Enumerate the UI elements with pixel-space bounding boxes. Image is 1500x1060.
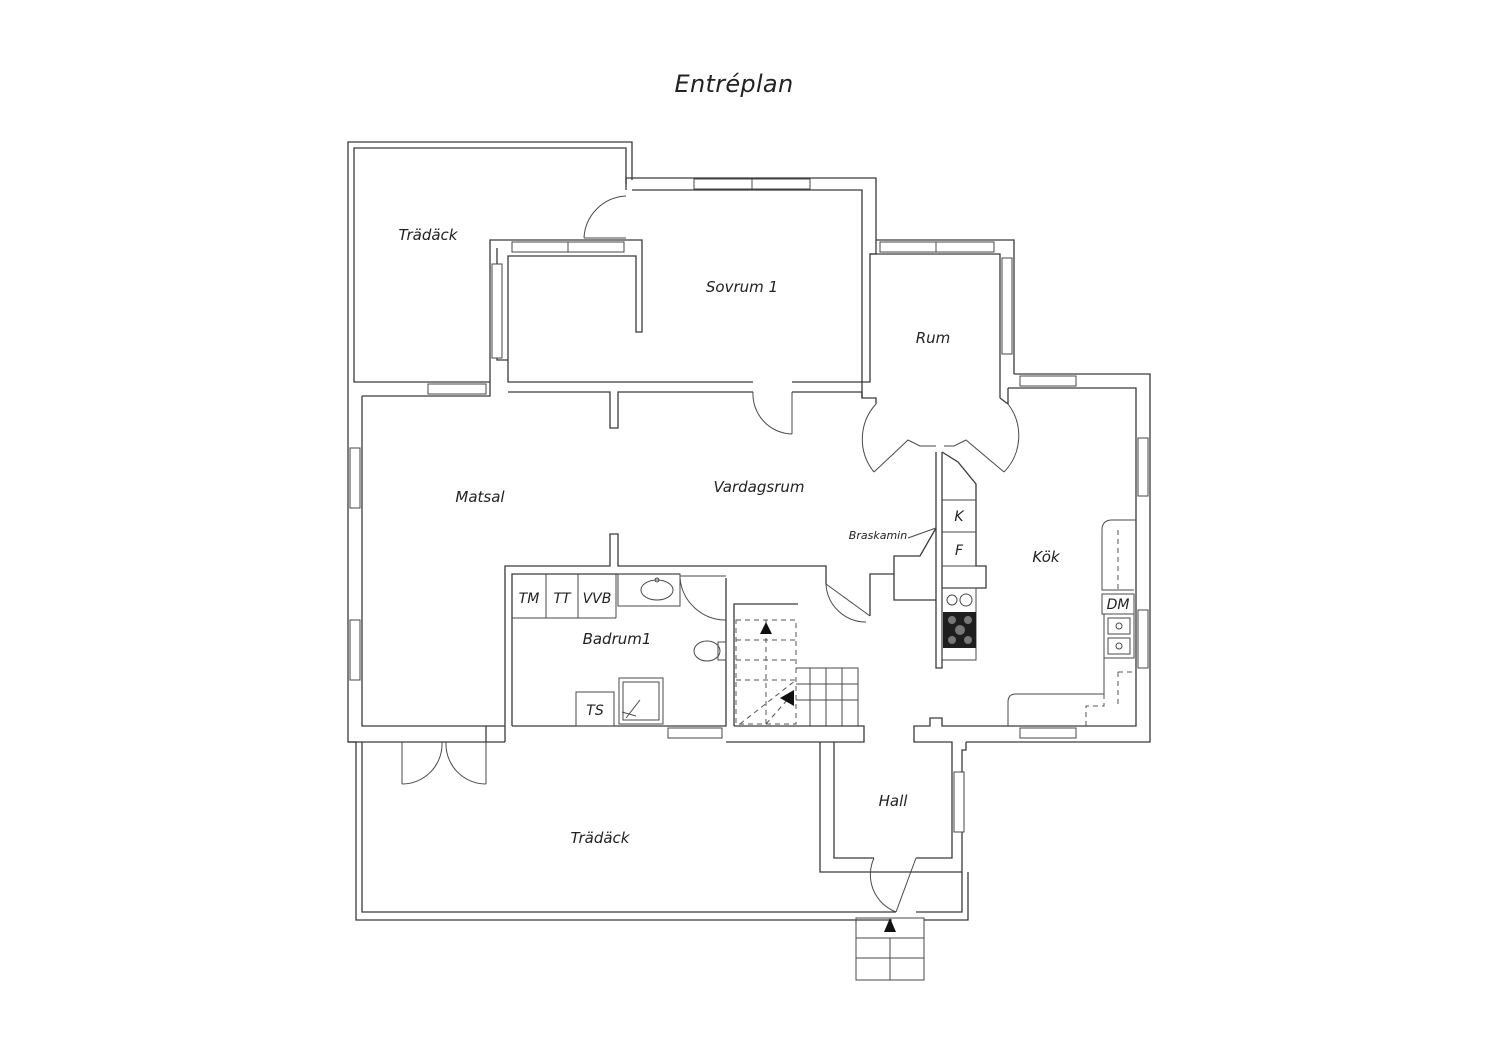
entrance-arrow-icon (884, 918, 896, 932)
room-label-tradack-top: Trädäck (398, 226, 458, 244)
bathroom-walls (504, 533, 871, 742)
deck-bottom (348, 726, 969, 921)
fixture-label-dm: DM (1107, 597, 1130, 613)
room-label-kok: Kök (1032, 548, 1060, 566)
fixture-label-tt: TT (553, 591, 572, 607)
page-title: Entréplan (674, 70, 794, 98)
labels: Trädäck Sovrum 1 Rum Matsal Vardagsrum K… (398, 226, 1129, 847)
fixture-label-braskamin: Braskamin (849, 529, 907, 542)
fixture-label-k: K (954, 509, 965, 525)
hall-walls (726, 717, 967, 913)
stair-arrow-icon (780, 690, 794, 706)
windows (349, 178, 1149, 833)
fixture-label-f: F (955, 543, 964, 559)
kitchen-fittings (941, 519, 1136, 726)
staircase (735, 619, 859, 727)
room-label-vardagsrum: Vardagsrum (714, 478, 805, 496)
fixture-label-tm: TM (519, 591, 540, 607)
deck-top (347, 141, 633, 396)
room-label-hall: Hall (879, 792, 909, 810)
room-walls (861, 239, 1020, 473)
fixture-label-vvb: VVB (583, 591, 612, 607)
room-label-tradack-bottom: Trädäck (570, 829, 630, 847)
main-walls (347, 373, 1151, 743)
stair-arrow-icon (760, 622, 772, 634)
room-label-badrum1: Badrum1 (583, 630, 652, 648)
room-label-rum: Rum (916, 329, 951, 347)
fixture-label-ts: TS (586, 703, 604, 719)
room-label-sovrum1: Sovrum 1 (706, 278, 778, 296)
bedroom-walls (489, 177, 877, 390)
room-label-matsal: Matsal (455, 488, 505, 506)
entrance-steps (855, 917, 925, 981)
